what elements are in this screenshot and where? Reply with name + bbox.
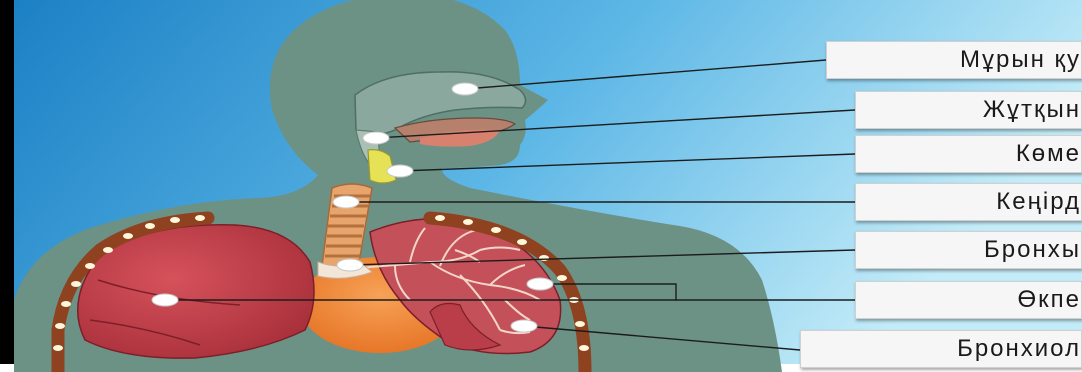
left-border	[0, 0, 14, 372]
label-nasal-cavity: Мұрын қу	[826, 41, 1082, 79]
label-bronchi-text: Бронхы	[984, 236, 1081, 264]
label-trachea: Кеңірд	[855, 183, 1082, 221]
label-bronchi: Бронхы	[855, 231, 1082, 269]
label-lungs-text: Өкпе	[1017, 286, 1081, 314]
label-bronchioles: Бронхиол	[800, 330, 1082, 368]
label-bronchioles-text: Бронхиол	[957, 335, 1081, 363]
label-larynx: Көме	[855, 135, 1082, 173]
label-pharynx-text: Жұтқын	[983, 96, 1081, 124]
label-nasal-cavity-text: Мұрын қу	[960, 46, 1081, 74]
label-lungs: Өкпе	[855, 281, 1082, 319]
label-pharynx: Жұтқын	[855, 91, 1082, 129]
label-trachea-text: Кеңірд	[996, 188, 1081, 216]
label-larynx-text: Көме	[1016, 140, 1081, 168]
